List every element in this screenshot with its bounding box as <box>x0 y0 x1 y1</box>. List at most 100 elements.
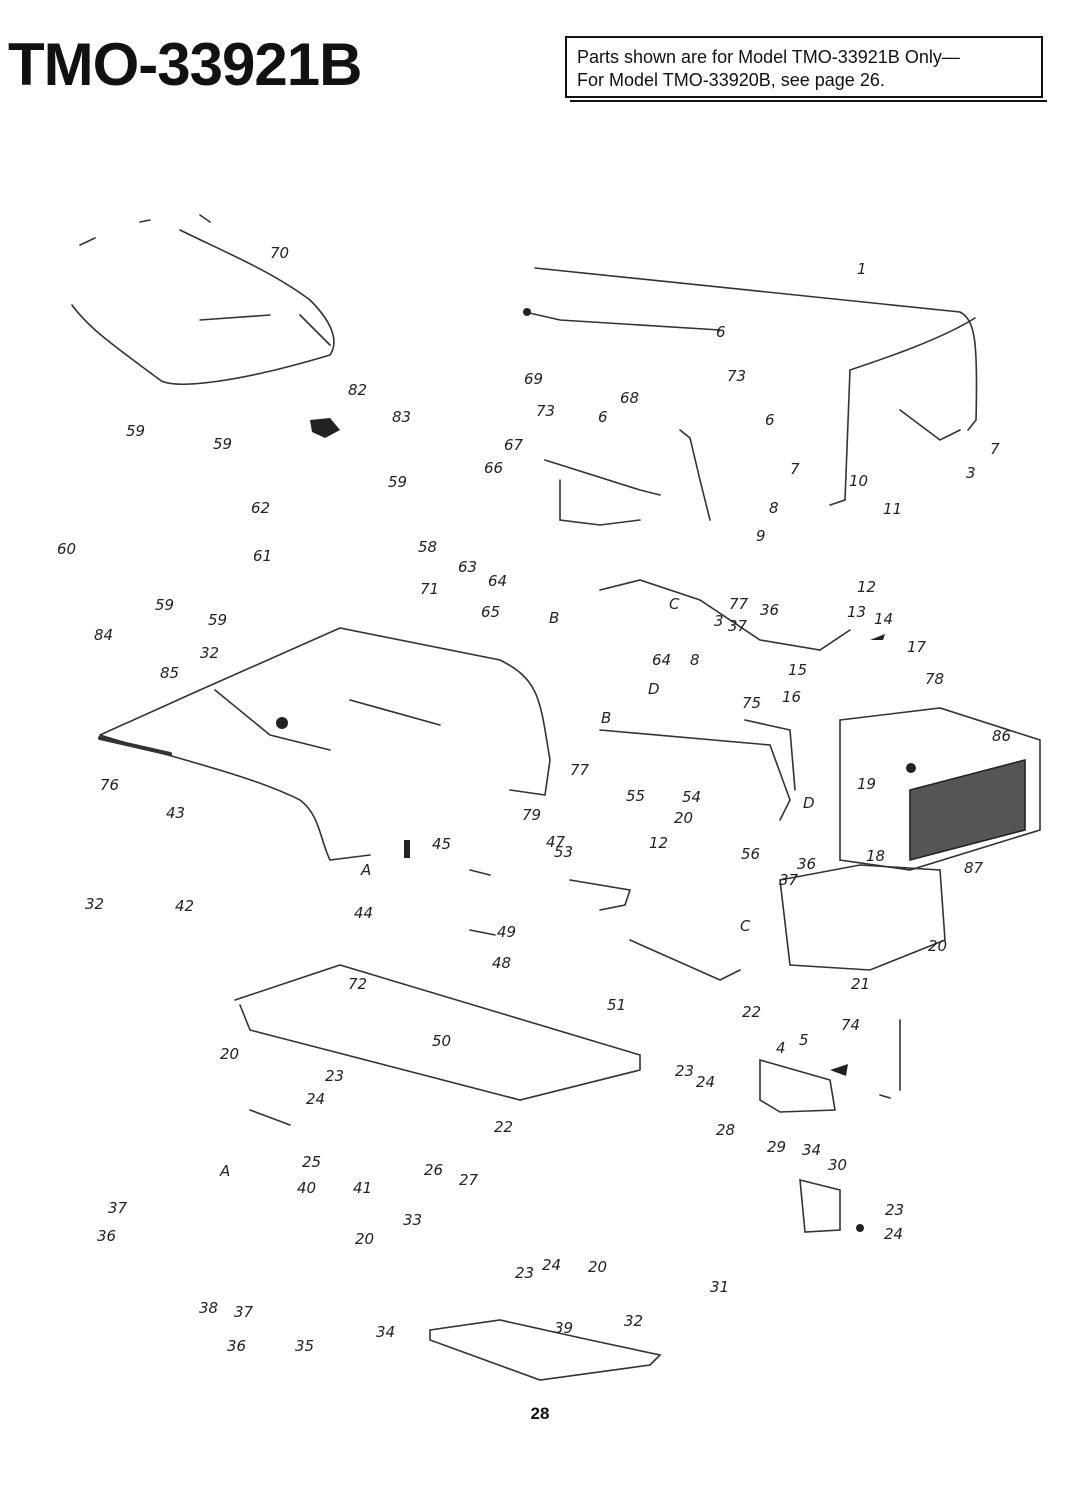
part-callout: B <box>549 609 559 627</box>
part-callout: 24 <box>696 1073 715 1091</box>
part-callout: 7 <box>790 460 800 478</box>
part-callout: 85 <box>160 664 179 682</box>
part-callout: C <box>669 595 680 613</box>
part-callout: 10 <box>849 472 868 490</box>
part-callout: 25 <box>302 1153 321 1171</box>
part-callout: 83 <box>392 408 411 426</box>
part-callout: 55 <box>626 787 645 805</box>
part-callout: 23 <box>515 1264 534 1282</box>
diagram-solid-parts <box>276 308 916 1232</box>
part-callout: 59 <box>126 422 145 440</box>
part-callout: 66 <box>484 459 503 477</box>
part-callout: 54 <box>682 788 701 806</box>
part-callout: 6 <box>598 408 608 426</box>
part-callout: 36 <box>760 601 779 619</box>
part-callout: 13 <box>847 603 866 621</box>
part-callout: 24 <box>542 1256 561 1274</box>
part-callout: 71 <box>420 580 439 598</box>
part-callout: A <box>219 1162 230 1180</box>
part-callout: 44 <box>354 904 373 922</box>
part-callout: 64 <box>652 651 671 669</box>
part-callout: 34 <box>802 1141 821 1159</box>
part-callout: 18 <box>866 847 885 865</box>
part-callout: 79 <box>522 806 541 824</box>
part-callout: 20 <box>355 1230 374 1248</box>
part-callout: 22 <box>494 1118 513 1136</box>
part-callout: 38 <box>199 1299 218 1317</box>
part-callout: 42 <box>175 897 194 915</box>
part-callout: 17 <box>907 638 927 656</box>
part-callout: 14 <box>874 610 893 628</box>
part-callout: 33 <box>403 1211 422 1229</box>
part-callout: A <box>360 861 371 879</box>
part-callout: 19 <box>857 775 876 793</box>
part-callout: 65 <box>481 603 500 621</box>
part-callout: 1 <box>857 260 867 278</box>
part-callout: 73 <box>536 402 555 420</box>
part-callout: C <box>740 917 751 935</box>
notice-line-2: For Model TMO-33920B, see page 26. <box>577 70 885 90</box>
part-callout: 11 <box>883 500 902 518</box>
part-callout: 16 <box>782 688 801 706</box>
part-callout: 5 <box>799 1031 809 1049</box>
part-callout: 82 <box>348 381 367 399</box>
part-callout: 37 <box>234 1303 254 1321</box>
part-callout: 75 <box>742 694 761 712</box>
part-callout: 48 <box>492 954 511 972</box>
part-callout: 27 <box>459 1171 479 1189</box>
part-callout: 26 <box>424 1161 443 1179</box>
part-callout: 59 <box>208 611 227 629</box>
part-callout: 40 <box>297 1179 316 1197</box>
part-callout: 24 <box>306 1090 325 1108</box>
notice-line-1: Parts shown are for Model TMO-33921B Onl… <box>577 47 960 67</box>
part-callout: D <box>648 680 660 698</box>
part-callout: 64 <box>488 572 507 590</box>
part-callout: 84 <box>94 626 113 644</box>
part-callout: 68 <box>620 389 639 407</box>
part-callout: 43 <box>166 804 185 822</box>
page-number: 28 <box>530 1404 550 1423</box>
part-callout: 20 <box>588 1258 607 1276</box>
part-callout: 37 <box>108 1199 128 1217</box>
part-callout: 21 <box>851 975 870 993</box>
part-callout: 62 <box>251 499 270 517</box>
part-callout: 32 <box>624 1312 643 1330</box>
part-callout: 23 <box>885 1201 904 1219</box>
part-callout: 30 <box>828 1156 847 1174</box>
part-callout: 59 <box>213 435 232 453</box>
part-callout: 45 <box>432 835 451 853</box>
part-callout: 12 <box>857 578 876 596</box>
part-callout: 36 <box>97 1227 116 1245</box>
part-callout: 50 <box>432 1032 451 1050</box>
part-callout: 76 <box>100 776 119 794</box>
part-callout: 47 <box>546 833 566 851</box>
part-callout: 8 <box>769 499 779 517</box>
model-title: TMO-33921B <box>8 31 362 98</box>
part-callout: 31 <box>710 1278 729 1296</box>
part-callout: 53 <box>554 843 573 861</box>
part-callout: 3 <box>966 464 976 482</box>
part-callout: 63 <box>458 558 477 576</box>
part-callout: 58 <box>418 538 437 556</box>
part-callout: 72 <box>348 975 367 993</box>
part-callout: 28 <box>716 1121 735 1139</box>
part-callout: 41 <box>353 1179 372 1197</box>
part-callout: 23 <box>675 1062 694 1080</box>
part-callout: 87 <box>964 859 984 877</box>
part-callout: 59 <box>155 596 174 614</box>
part-callout: 32 <box>200 644 219 662</box>
part-callout: 29 <box>767 1138 786 1156</box>
part-callout: 51 <box>607 996 626 1014</box>
part-callout: 12 <box>649 834 668 852</box>
part-callout: 6 <box>716 323 726 341</box>
diagram-linework <box>71 214 1041 1381</box>
part-callout: 6 <box>765 411 775 429</box>
part-callout: 74 <box>841 1016 860 1034</box>
part-callout: 34 <box>376 1323 395 1341</box>
model-notice-box: Parts shown are for Model TMO-33921B Onl… <box>565 36 1047 102</box>
part-callout: 70 <box>270 244 289 262</box>
part-callout: 86 <box>992 727 1011 745</box>
part-callout: 8 <box>690 651 700 669</box>
